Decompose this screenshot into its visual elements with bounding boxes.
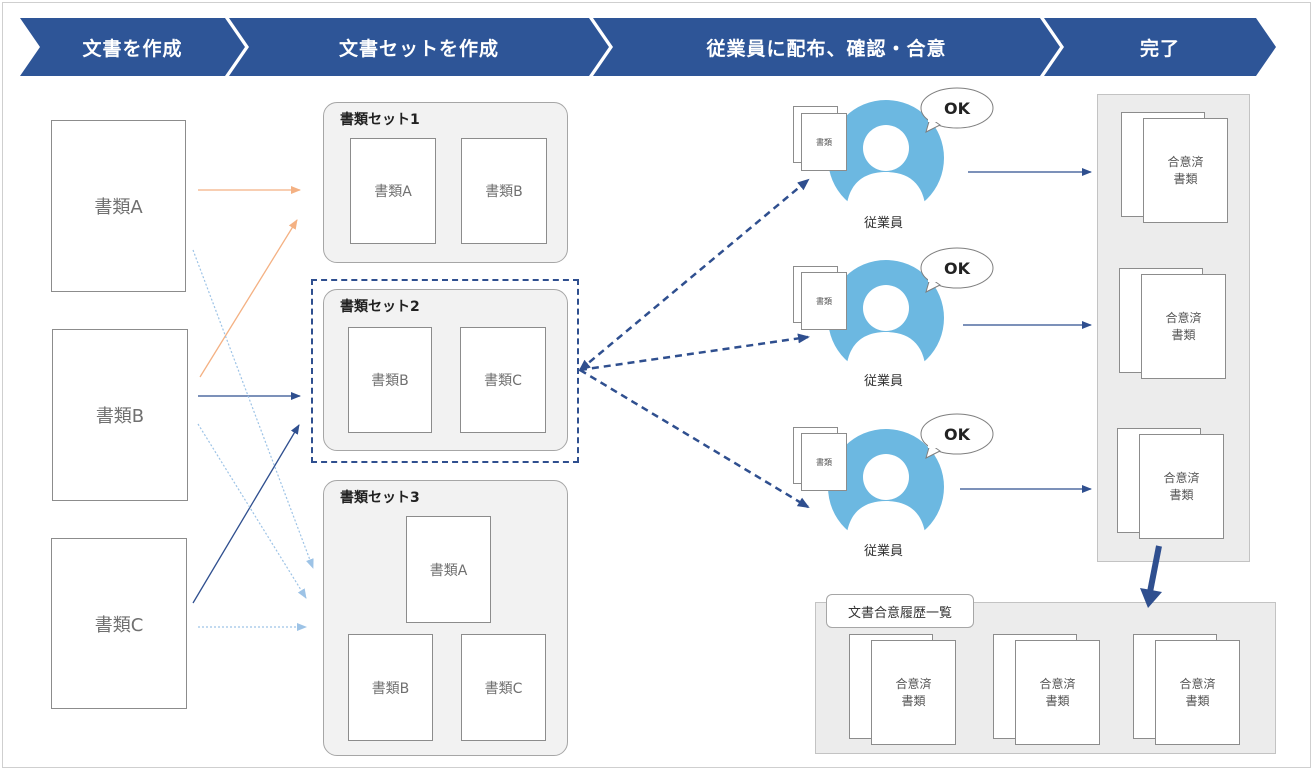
speech-bubble-icon xyxy=(920,413,994,459)
held-doc: 書類 xyxy=(801,433,847,491)
employee-label: 従業員 xyxy=(864,216,904,231)
completed-doc-stack: 合意済書類 xyxy=(1121,112,1228,223)
avatar-icon xyxy=(828,429,944,545)
doc-set-2: 書類セット2 書類B 書類C xyxy=(323,289,568,451)
history-doc-stack: 合意済書類 xyxy=(849,634,956,745)
speech-bubble-icon xyxy=(920,87,994,133)
history-doc-stack: 合意済書類 xyxy=(1133,634,1240,745)
completed-line2: 書類 xyxy=(1185,693,1210,708)
arrow-c-to-set2 xyxy=(192,424,300,604)
completed-line1: 合意済 xyxy=(1165,311,1202,326)
history-doc-stack: 合意済書類 xyxy=(993,634,1100,745)
speech-bubble-icon xyxy=(920,247,994,293)
distribute-arrow-2 xyxy=(579,333,810,372)
avatar-icon xyxy=(828,100,944,216)
distribute-arrow-3 xyxy=(579,368,810,509)
completed-line1: 合意済 xyxy=(1039,677,1076,692)
employee-label: 従業員 xyxy=(864,544,904,559)
stage-label: 従業員に配布、確認・合意 xyxy=(706,37,947,60)
stage-label: 文書セットを作成 xyxy=(338,37,499,60)
held-doc: 書類 xyxy=(801,272,847,330)
set-doc: 書類A xyxy=(406,516,491,623)
stage-label: 文書を作成 xyxy=(82,37,183,60)
held-doc: 書類 xyxy=(801,113,847,171)
source-doc-a: 書類A xyxy=(51,120,186,292)
completed-line2: 書類 xyxy=(1173,171,1198,186)
set-doc: 書類B xyxy=(461,138,547,244)
source-doc-b: 書類B xyxy=(52,329,188,501)
completed-line1: 合意済 xyxy=(1163,471,1200,486)
stage-complete: 完了 xyxy=(1044,18,1276,76)
completed-line1: 合意済 xyxy=(1179,677,1216,692)
completed-doc-stack: 合意済書類 xyxy=(1117,428,1224,539)
set-doc: 書類B xyxy=(348,327,432,433)
set-title: 書類セット3 xyxy=(340,490,420,506)
completed-line1: 合意済 xyxy=(895,677,932,692)
stage-label: 完了 xyxy=(1139,37,1180,60)
ok-text: OK xyxy=(944,98,970,118)
stage-create-docs: 文書を作成 xyxy=(20,18,245,76)
to-history-arrowhead xyxy=(1140,588,1162,608)
completed-line1: 合意済 xyxy=(1167,155,1204,170)
arrow-b-to-set1 xyxy=(199,219,298,378)
source-doc-c: 書類C xyxy=(51,538,187,709)
set-doc: 書類A xyxy=(350,138,436,244)
doc-set-2-selection xyxy=(311,279,579,463)
stage-create-sets: 文書セットを作成 xyxy=(229,18,609,76)
arrow-b-to-set3 xyxy=(197,423,307,599)
arrow-a-to-set3 xyxy=(192,249,314,569)
completed-line2: 書類 xyxy=(1171,327,1196,342)
to-history-arrow xyxy=(1147,545,1162,593)
stage-distribute: 従業員に配布、確認・合意 xyxy=(593,18,1060,76)
set-doc: 書類B xyxy=(348,634,433,741)
employee-label: 従業員 xyxy=(864,374,904,389)
ok-text: OK xyxy=(944,424,970,444)
distribute-arrow-1 xyxy=(578,178,810,372)
doc-set-3: 書類セット3 書類A 書類B 書類C xyxy=(323,480,568,756)
completed-doc-stack: 合意済書類 xyxy=(1119,268,1226,379)
set-title: 書類セット2 xyxy=(340,299,420,315)
set-title: 書類セット1 xyxy=(340,112,420,128)
ok-text: OK xyxy=(944,258,970,278)
doc-set-1: 書類セット1 書類A 書類B xyxy=(323,102,568,263)
set-doc: 書類C xyxy=(460,327,546,433)
completed-line2: 書類 xyxy=(901,693,926,708)
avatar-icon xyxy=(828,260,944,376)
completed-line2: 書類 xyxy=(1169,487,1194,502)
history-label: 文書合意履歴一覧 xyxy=(826,594,974,628)
completed-line2: 書類 xyxy=(1045,693,1070,708)
set-doc: 書類C xyxy=(461,634,546,741)
